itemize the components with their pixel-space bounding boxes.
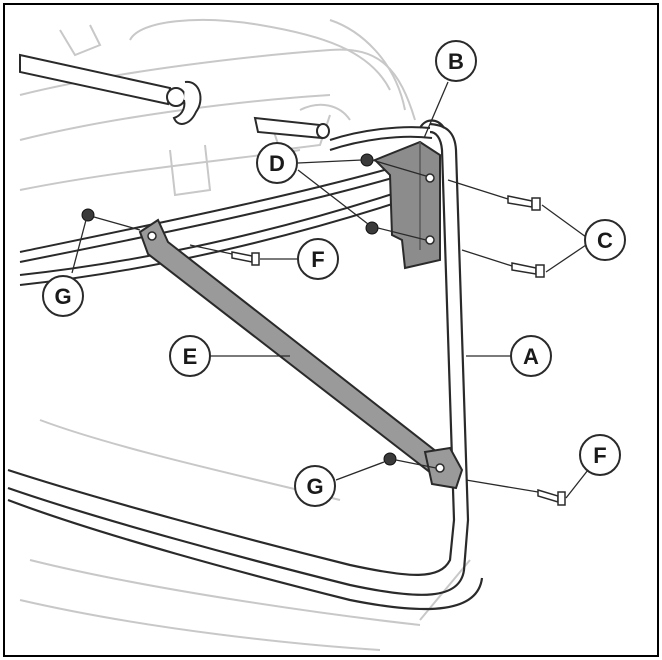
callout-f-bottom-label: F <box>593 443 606 468</box>
callout-f-top: F <box>297 238 339 280</box>
leader-lines <box>71 81 589 499</box>
callout-b: B <box>435 40 477 82</box>
bolt-c-lower <box>511 262 545 278</box>
brace-part-e <box>138 218 464 490</box>
callout-c: C <box>584 219 626 261</box>
callout-d-label: D <box>269 151 285 176</box>
bolt-f-upper <box>231 251 260 266</box>
callout-g-left: G <box>42 275 84 317</box>
callout-e: E <box>169 335 211 377</box>
bracket-part-b <box>373 140 441 270</box>
nut-g-bottom <box>383 452 397 466</box>
callout-e-label: E <box>183 344 198 369</box>
callout-a-label: A <box>523 344 539 369</box>
nut-g-left <box>81 208 95 222</box>
nut-d-upper <box>360 153 374 167</box>
callout-c-label: C <box>597 228 613 253</box>
figure-frame <box>3 3 659 657</box>
callout-g-bottom-label: G <box>306 474 323 499</box>
callout-g-left-label: G <box>54 284 71 309</box>
callout-g-bottom: G <box>294 465 336 507</box>
support-rod <box>19 53 330 140</box>
callout-d: D <box>256 142 298 184</box>
callout-a: A <box>510 335 552 377</box>
bolt-f-lower <box>537 488 566 506</box>
bolt-c-upper <box>507 195 541 211</box>
callout-f-bottom: F <box>579 434 621 476</box>
frame-part-a <box>7 119 484 611</box>
callout-b-label: B <box>448 49 464 74</box>
callout-f-top-label: F <box>311 247 324 272</box>
